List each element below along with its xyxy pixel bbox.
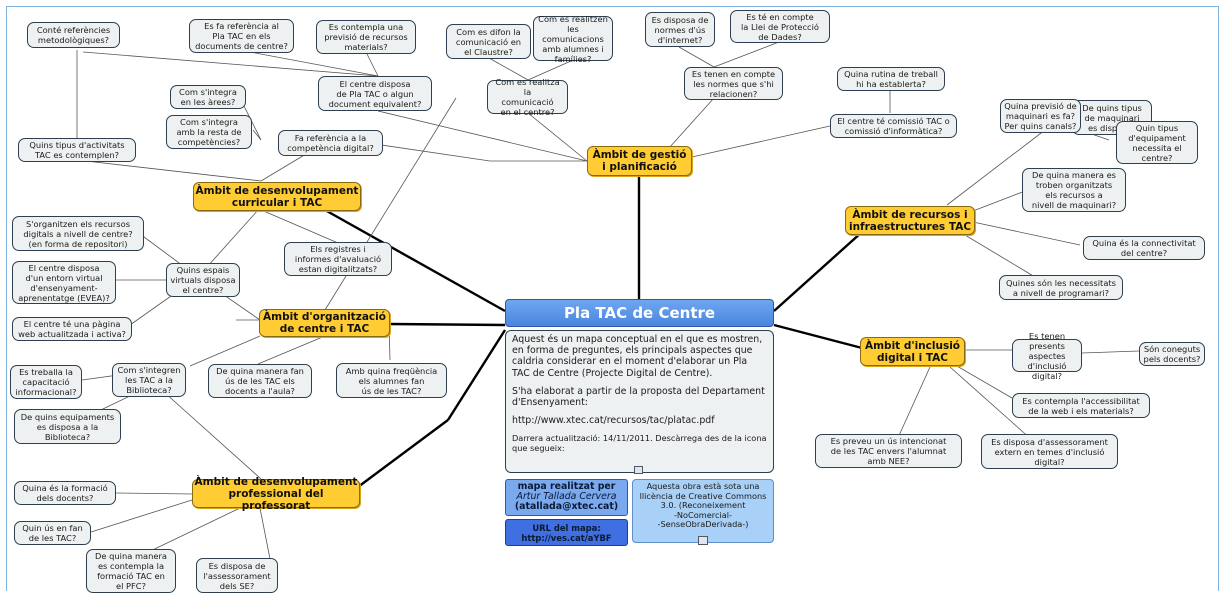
question-node[interactable]: Es contempla l'accessibilitat de la web … [1012, 393, 1150, 418]
question-node[interactable]: Es disposa d'assessorament extern en tem… [981, 434, 1118, 469]
question-node[interactable]: Es fa referència al Pla TAC en els docum… [189, 19, 294, 53]
question-node[interactable]: Es tenen presents aspectes d'inclusió di… [1012, 331, 1082, 381]
license-icon[interactable] [698, 536, 708, 545]
question-node[interactable]: Es té en compte la Llei de Protecció de … [730, 10, 830, 43]
question-node[interactable]: Com es difon la comunicació en el Claust… [446, 24, 531, 59]
author-credit: mapa realitzat per Artur Tallada Cervera… [505, 479, 628, 516]
question-node[interactable]: Es contempla una previsió de recursos ma… [316, 20, 416, 54]
description-paragraph: S'ha elaborat a partir de la proposta de… [512, 385, 765, 409]
question-node[interactable]: El centre té una pàgina web actualitzada… [12, 317, 132, 341]
question-node[interactable]: Quins espais virtuals disposa el centre? [166, 263, 240, 297]
question-node[interactable]: El centre té comissió TAC o comissió d'i… [830, 114, 957, 138]
question-node[interactable]: Com s'integra amb la resta de competènci… [166, 115, 252, 149]
question-node[interactable]: Es disposa de l'assessorament dels SE? [196, 558, 278, 593]
category-inclusio[interactable]: Àmbit d'inclusió digital i TAC [860, 337, 965, 366]
description-update: Darrera actualització: 14/11/2011. Descà… [512, 433, 767, 454]
question-node[interactable]: Quin tipus d'equipament necessita el cen… [1116, 121, 1198, 164]
credit-title: mapa realitzat per [517, 481, 616, 492]
map-url-link[interactable]: http://ves.cat/aYBF [521, 533, 612, 543]
question-node[interactable]: Com es realitzen les comunicacions amb a… [533, 14, 613, 64]
question-node[interactable]: Els registres i informes d'avaluació est… [284, 242, 392, 276]
credit-author: Artur Tallada Cervera [516, 491, 617, 502]
description-url: http://www.xtec.cat/recursos/tac/platac.… [512, 415, 715, 427]
category-organitzacio[interactable]: Àmbit d'organització de centre i TAC [259, 309, 390, 337]
question-node[interactable]: Com s'integra en les àrees? [170, 85, 246, 109]
question-node[interactable]: De quins equipaments es disposa a la Bib… [14, 409, 121, 444]
license-note: Aquesta obra està sota una llicència de … [632, 479, 774, 543]
question-node[interactable]: Quina és la formació dels docents? [14, 481, 116, 505]
question-node[interactable]: De quina manera fan ús de les TAC els do… [208, 364, 312, 398]
question-node[interactable]: Quines són les necessitats a nivell de p… [999, 275, 1123, 300]
question-node[interactable]: Fa referència a la competència digital? [278, 130, 383, 156]
category-professional[interactable]: Àmbit de desenvolupament professional de… [192, 476, 360, 512]
question-node[interactable]: De quina manera es troben organitzats el… [1022, 168, 1126, 212]
question-node[interactable]: Quin ús en fan de les TAC? [14, 521, 91, 545]
category-recursos[interactable]: Àmbit de recursos i infraestructures TAC [845, 206, 975, 235]
map-url-label: URL del mapa: [532, 523, 601, 533]
category-gestio[interactable]: Àmbit de gestió i planificació [587, 146, 692, 176]
question-node[interactable]: Es preveu un ús intencionat de les TAC e… [815, 434, 962, 468]
question-node[interactable]: Com es realitza la comunicació en el cen… [487, 77, 568, 117]
question-node[interactable]: El centre disposa de Pla TAC o algun doc… [318, 76, 432, 111]
map-frame [6, 6, 1219, 591]
question-node[interactable]: Es treballa la capacitació informacional… [10, 365, 82, 399]
question-node[interactable]: Es tenen en compte les normes que s'hi r… [684, 67, 783, 100]
question-node[interactable]: Quina previsió de maquinari es fa? Per q… [1000, 99, 1081, 133]
attachment-icon[interactable] [634, 466, 643, 474]
question-node[interactable]: Es disposa de normes d'ús d'internet? [645, 12, 715, 47]
question-node[interactable]: Són coneguts pels docents? [1139, 342, 1205, 366]
description-note: Aquest és un mapa conceptual en el que e… [505, 330, 774, 473]
question-node[interactable]: Quins tipus d'activitats TAC es contempl… [18, 138, 136, 162]
question-node[interactable]: Quina és la connectivitat del centre? [1083, 236, 1205, 260]
question-node[interactable]: El centre disposa d'un entorn virtual d'… [12, 261, 116, 304]
question-node[interactable]: Quina rutina de treball hi ha establerta… [837, 67, 945, 91]
root-topic[interactable]: Pla TAC de Centre [505, 299, 774, 327]
description-paragraph: Aquest és un mapa conceptual en el que e… [512, 334, 763, 379]
question-node[interactable]: S'organitzen els recursos digitals a niv… [12, 216, 144, 251]
question-node[interactable]: Amb quina freqüència els alumnes fan ús … [336, 363, 447, 398]
question-node[interactable]: De quina manera es contempla la formació… [86, 549, 176, 593]
map-url-box[interactable]: URL del mapa: http://ves.cat/aYBF [505, 519, 628, 546]
category-curricular[interactable]: Àmbit de desenvolupament curricular i TA… [193, 182, 361, 211]
question-node[interactable]: Com s'integren les TAC a la Biblioteca? [112, 363, 186, 397]
credit-email: (atallada@xtec.cat) [514, 501, 619, 512]
question-node[interactable]: Conté referències metodològiques? [27, 22, 120, 48]
